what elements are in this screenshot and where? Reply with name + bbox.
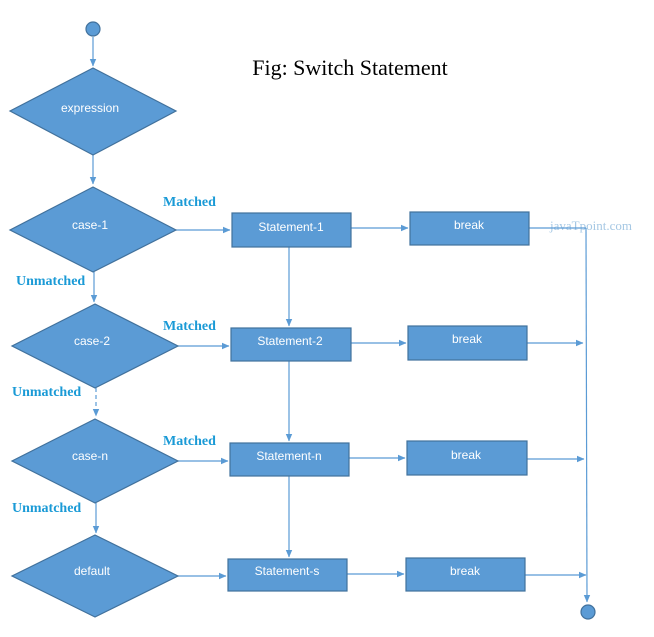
casen-node: case-n [10, 418, 180, 504]
break1-label: break [454, 218, 485, 232]
breakn-box [406, 440, 528, 476]
breaks-node: break [405, 557, 526, 592]
case1-diamond [8, 186, 178, 273]
case2-node: case-2 [10, 303, 180, 389]
statementn-label: Statement-n [256, 449, 321, 463]
expression-diamond [8, 67, 178, 156]
end-node [580, 604, 596, 620]
unmatched-label-1: Unmatched [16, 274, 85, 289]
statement2-node: Statement-2 [230, 327, 352, 362]
statement2-label: Statement-2 [257, 334, 323, 348]
default-node: default [10, 534, 180, 618]
matched-label-n: Matched [163, 434, 216, 449]
casen-diamond [10, 418, 180, 504]
default-label: default [74, 564, 111, 578]
break1-box [409, 211, 530, 246]
break1-node: break [409, 211, 530, 246]
statement1-label: Statement-1 [258, 220, 324, 234]
break2-box [407, 325, 528, 361]
case1-label: case-1 [72, 218, 108, 232]
matched-label-1: Matched [163, 195, 216, 210]
figure-title: Fig: Switch Statement [252, 55, 448, 80]
matched-label-2: Matched [163, 319, 216, 334]
statements-node: Statement-s [227, 558, 348, 592]
case2-diamond [10, 303, 180, 389]
statement1-box [231, 212, 352, 248]
breaks-box [405, 557, 526, 592]
default-diamond [10, 534, 180, 618]
statements-box [227, 558, 348, 592]
statementn-box [229, 442, 350, 477]
watermark: javaTpoint.com [549, 218, 632, 233]
statementn-node: Statement-n [229, 442, 350, 477]
expression-node: expression [8, 67, 178, 156]
statement2-box [230, 327, 352, 362]
statements-label: Statement-s [255, 564, 320, 578]
breakn-node: break [406, 440, 528, 476]
casen-label: case-n [72, 449, 108, 463]
unmatched-label-2: Unmatched [12, 385, 81, 400]
statement1-node: Statement-1 [231, 212, 352, 248]
breakn-label: break [451, 448, 482, 462]
edge-exit-line-to-end [583, 227, 591, 603]
break2-node: break [407, 325, 528, 361]
breaks-label: break [450, 564, 481, 578]
break2-label: break [452, 332, 483, 346]
expression-label: expression [61, 101, 119, 115]
start-node [85, 21, 101, 37]
case1-node: case-1 [8, 186, 178, 273]
unmatched-label-n: Unmatched [12, 501, 81, 516]
case2-label: case-2 [74, 334, 110, 348]
